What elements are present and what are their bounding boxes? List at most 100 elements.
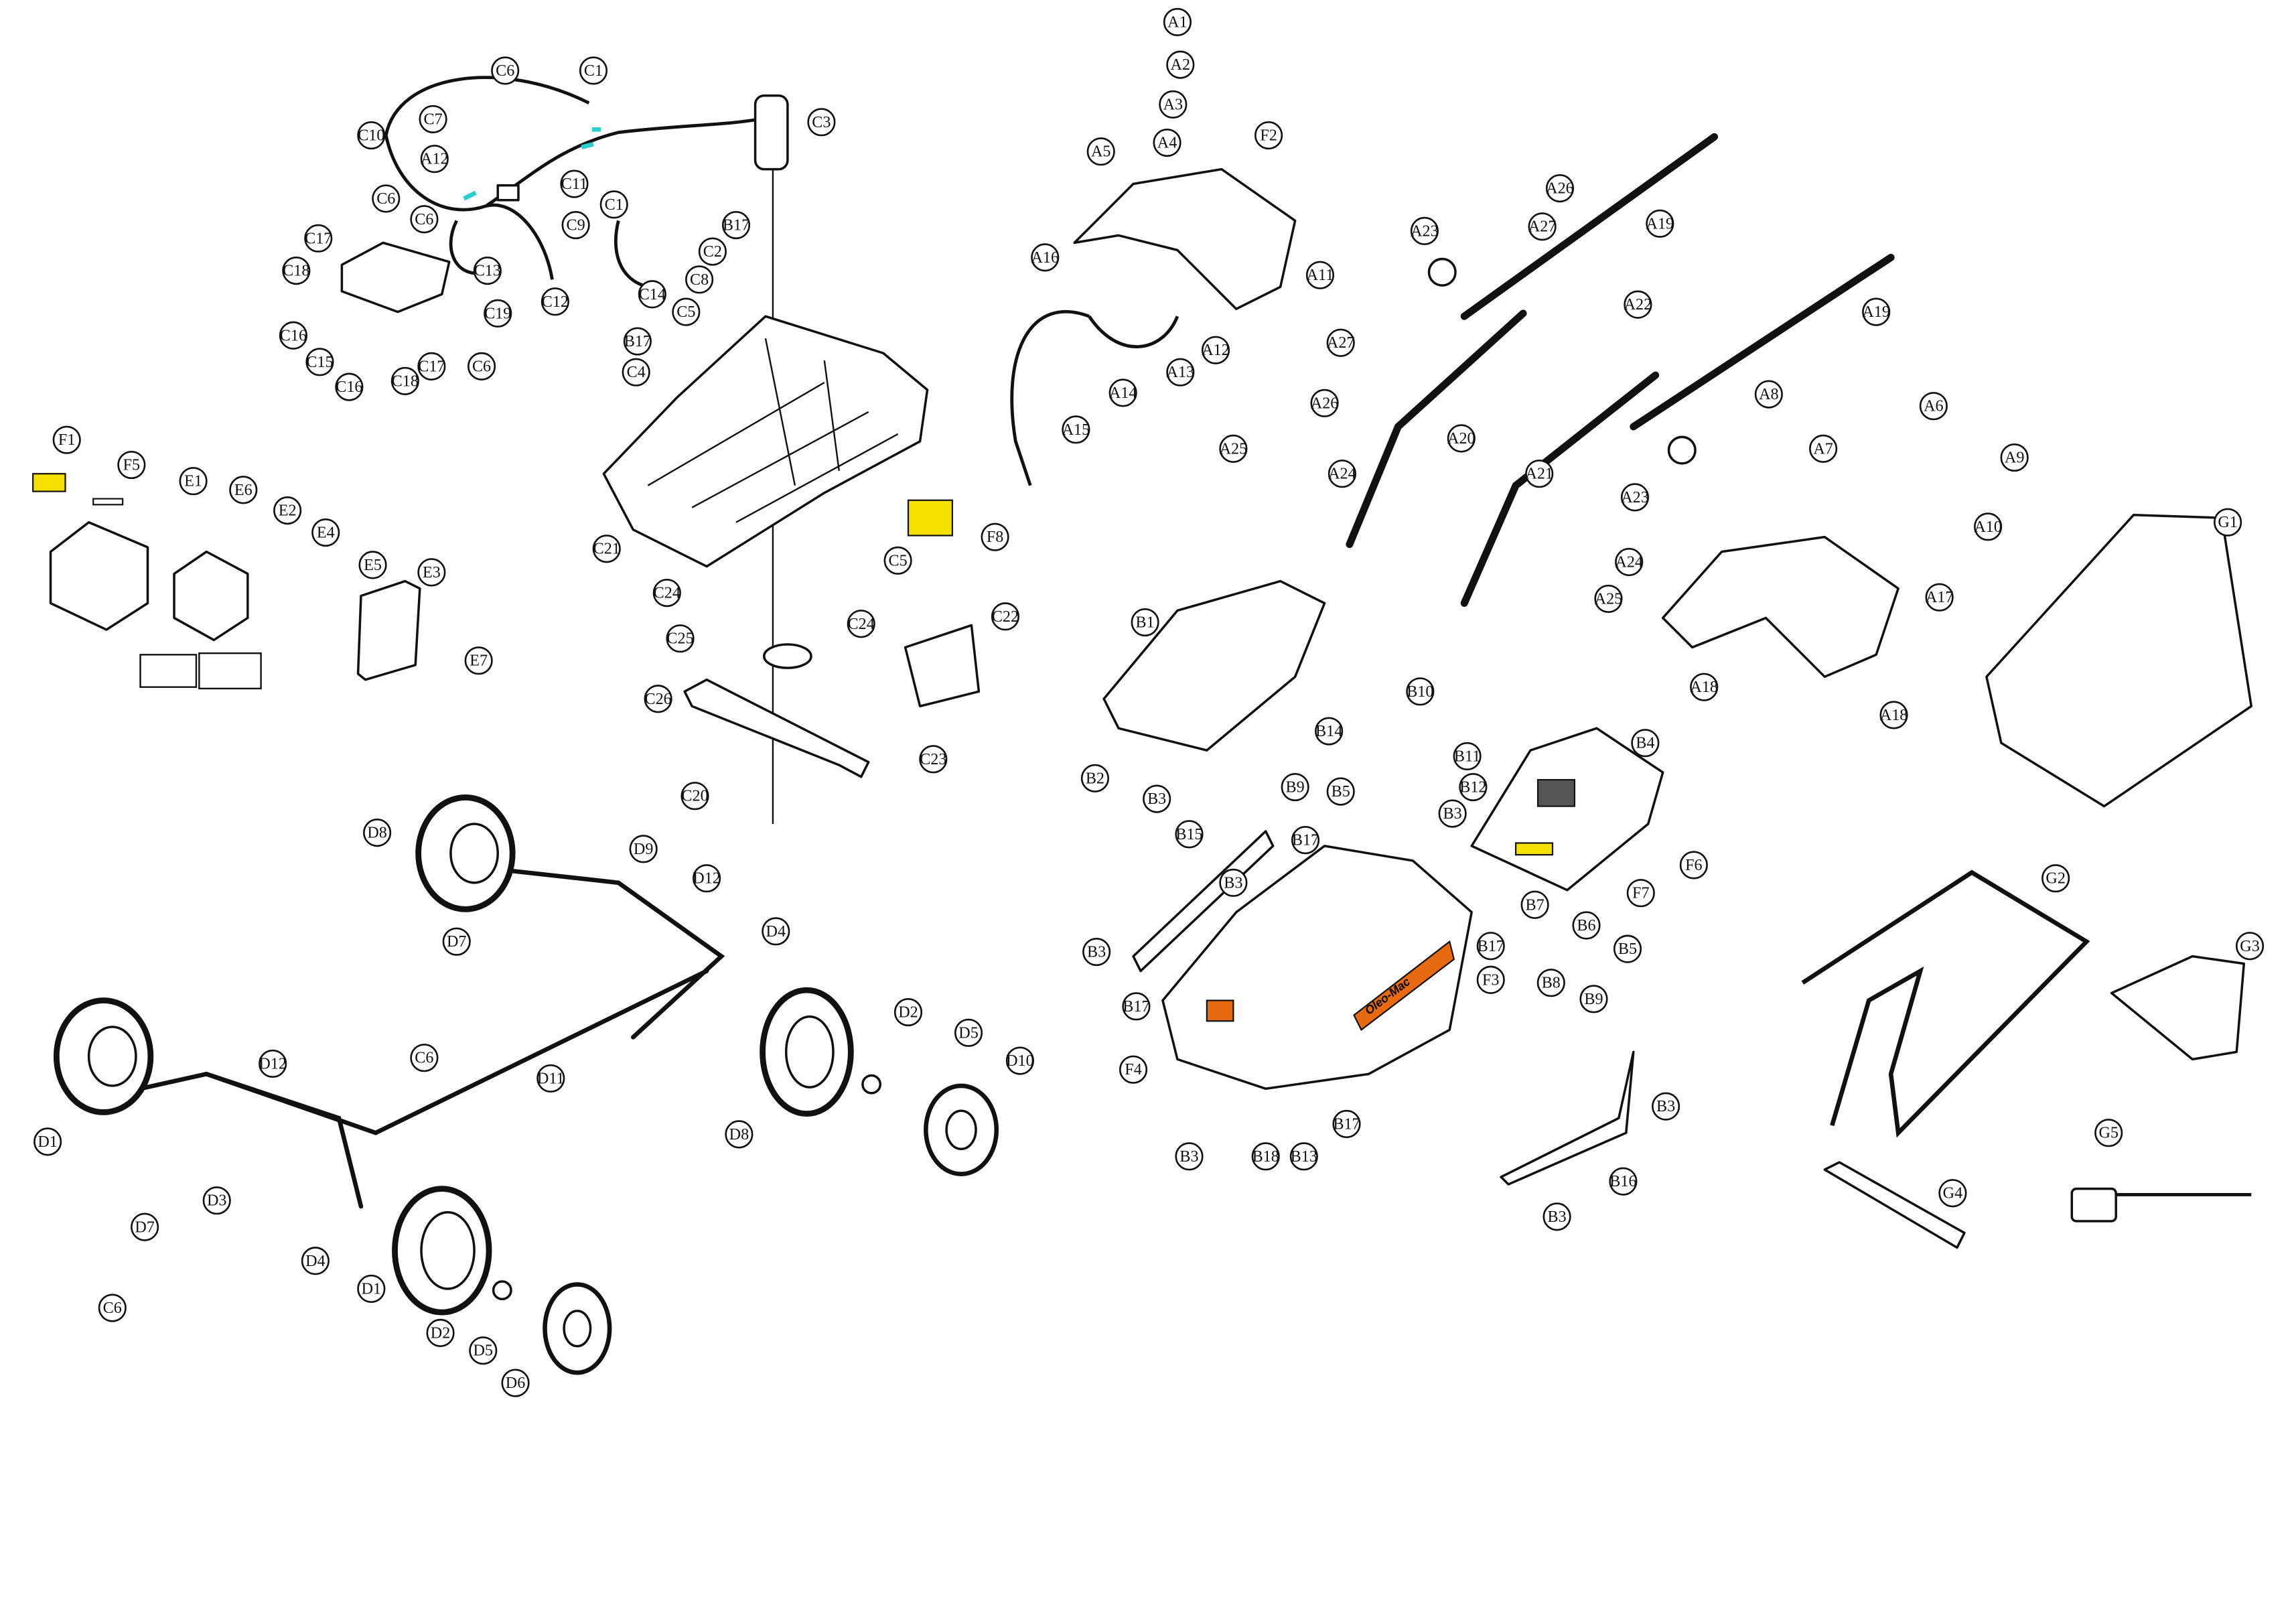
callout-circle [1108,378,1137,407]
callout-b2: B2 [1080,764,1110,792]
callout-f6: F6 [1679,851,1708,880]
callout-circle [98,1293,127,1322]
callout-circle [807,108,836,137]
callout-label: B2 [1086,769,1104,787]
callout-label: C18 [283,262,309,280]
callout-d5: D5 [954,1018,983,1047]
callout-circle [1005,1046,1035,1075]
callout-circle [666,624,695,653]
callout-label: F4 [1125,1060,1142,1078]
callout-b12: B12 [1459,772,1488,802]
callout-b17: B17 [1332,1109,1361,1139]
callout-label: A10 [1974,518,2002,536]
callout-label: C5 [889,551,908,569]
callout-circle [390,366,419,395]
callout-circle [1062,415,1090,444]
callout-label: D7 [135,1218,155,1236]
callout-circle [893,998,923,1027]
callout-label: A24 [1328,465,1356,483]
battery-label-2 [198,652,262,690]
top-cover-b1 [1102,579,1326,752]
callout-e7: E7 [464,646,493,675]
callout-circle [762,917,790,946]
callout-a2: A2 [1166,50,1195,79]
callout-d12: D12 [693,864,721,893]
callout-b17: B17 [721,210,751,240]
callout-label: A24 [1615,553,1643,571]
callout-circle [652,579,681,608]
callout-label: A2 [1171,56,1191,74]
callout-f1: F1 [52,425,81,454]
callout-label: B3 [1147,790,1166,808]
callout-b13: B13 [1289,1142,1318,1171]
callout-label: A1 [1167,13,1188,31]
frame-a17 [1661,535,1899,679]
callout-a10: A10 [1974,512,2003,541]
callout-circle [1159,90,1188,119]
callout-circle [644,685,672,713]
callout-c6: C6 [410,205,439,234]
callout-circle [1572,911,1601,940]
wiring-harness [384,76,766,289]
callout-f3: F3 [1476,965,1505,994]
callout-c18: C18 [390,366,419,395]
callout-circle [501,1369,530,1397]
callout-circle [1131,608,1159,637]
callout-label: C14 [639,285,666,303]
callout-label: F1 [58,431,76,449]
callout-label: C6 [376,190,395,208]
callout-d5: D5 [469,1336,498,1365]
callout-label: A23 [1411,222,1439,240]
callout-a19: A19 [1646,209,1674,238]
callout-circle [919,745,948,774]
callout-d2: D2 [426,1318,455,1347]
callout-label: C6 [415,210,433,228]
callout-b9: B9 [1579,985,1608,1013]
callout-circle [1254,121,1283,150]
callout-c3: C3 [807,108,836,137]
callout-circle [1919,392,1948,421]
callout-d3: D3 [202,1186,231,1215]
callout-b17: B17 [623,327,652,356]
callout-label: E4 [317,524,335,542]
callout-d4: D4 [762,917,790,946]
callout-circle [1082,937,1111,967]
callout-b3: B3 [1219,868,1248,897]
callout-d10: D10 [1005,1046,1035,1075]
callout-b17: B17 [1476,932,1505,961]
callout-label: A27 [1528,218,1557,236]
callout-circle [1406,677,1435,706]
callout-label: A26 [1546,180,1574,198]
callout-circle [410,205,439,234]
callout-a25: A25 [1594,584,1623,613]
callout-label: B3 [1179,1147,1198,1166]
callout-circle [623,327,652,356]
callout-label: C15 [306,353,333,371]
callout-circle [363,819,392,847]
callout-circle [1459,772,1488,802]
callout-g1: G1 [2214,508,2242,537]
callout-circle [536,1064,565,1093]
callout-circle [1579,985,1608,1013]
callout-circle [698,237,727,266]
callout-c4: C4 [622,358,650,387]
mower-body-b13 [1161,845,1473,1091]
callout-label: B12 [1459,778,1486,796]
mulch-plug-g3 [2110,955,2246,1061]
callout-d8: D8 [725,1120,754,1149]
callout-label: G5 [2098,1124,2119,1142]
callout-label: C24 [654,584,680,602]
callout-circle [202,1186,231,1215]
callout-circle [1809,434,1838,463]
callout-label: F6 [1685,856,1703,874]
callout-b9: B9 [1281,772,1309,802]
callout-label: C5 [676,303,695,321]
callout-label: A16 [1031,249,1059,267]
callout-circle [229,476,258,504]
callout-label: A18 [1690,678,1718,696]
callout-label: A4 [1157,134,1177,152]
callout-circle [52,425,81,454]
mower-deck-chassis [602,315,929,568]
callout-circle [1626,879,1655,908]
callout-a23: A23 [1620,483,1650,512]
